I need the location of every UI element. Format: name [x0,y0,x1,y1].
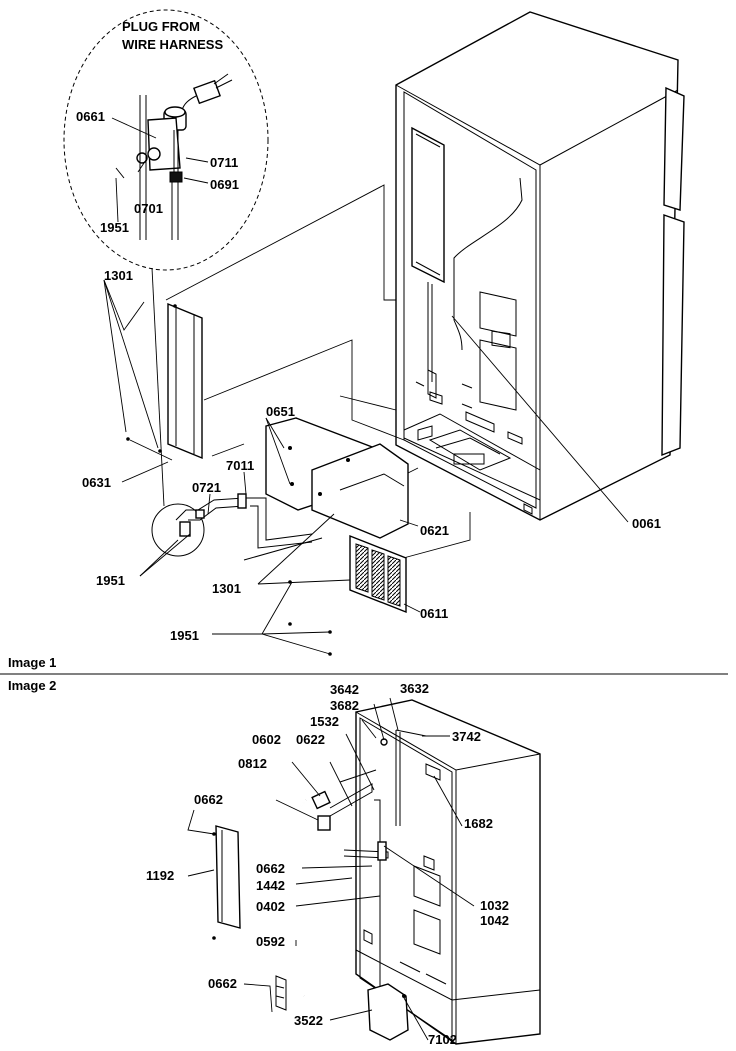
callout-circle [63,9,269,271]
label-0662-b: 0662 [256,861,285,876]
label-1042: 1042 [480,913,509,928]
label-1032: 1032 [480,898,509,913]
label-0621: 0621 [420,523,449,538]
label-3522: 3522 [294,1013,323,1028]
label-0622: 0622 [296,732,325,747]
label-1301-b: 1301 [212,581,241,596]
label-3632: 3632 [400,681,429,696]
label-7102: 7102 [428,1032,457,1047]
label-1682: 1682 [464,816,493,831]
label-0701: 0701 [134,201,163,216]
label-0651: 0651 [266,404,295,419]
refrigerator-cabinet [395,11,685,521]
label-1532: 1532 [310,714,339,729]
image2-labels: 3642 3632 3682 1532 3742 0602 0622 0812 … [146,681,509,1047]
label-0711: 0711 [210,155,238,170]
label-1442: 1442 [256,878,285,893]
label-1951-c: 1951 [170,628,199,643]
label-0721: 0721 [192,480,221,495]
label-0691: 0691 [210,177,239,192]
label-0611: 0611 [420,606,448,621]
label-7011: 7011 [226,458,254,473]
label-1951-a: 1951 [100,220,129,235]
callout-line1: PLUG FROM [122,19,200,34]
rear-panel [126,302,203,460]
label-0812: 0812 [238,756,267,771]
label-3682: 3682 [330,698,359,713]
label-0631: 0631 [82,475,111,490]
callout-text: PLUG FROM WIRE HARNESS [122,19,223,52]
tubing-detail [151,493,323,561]
label-3642: 3642 [330,682,359,697]
label-1951-b: 1951 [96,573,125,588]
label-0662-c: 0662 [208,976,237,991]
caption-image2: Image 2 [8,678,56,693]
label-0661: 0661 [76,109,105,124]
grille [288,534,407,656]
label-1192: 1192 [146,868,174,883]
callout-line2: WIRE HARNESS [122,37,223,52]
image1-leaders [103,117,629,655]
image1-drawing [63,9,685,656]
label-0061: 0061 [632,516,661,531]
label-0662-a: 0662 [194,792,223,807]
label-0402: 0402 [256,899,285,914]
caption-image1: Image 1 [8,655,56,670]
label-0602: 0602 [252,732,281,747]
water-valve-detail [115,73,233,240]
label-3742: 3742 [452,729,481,744]
label-0592: 0592 [256,934,285,949]
machine-cover [265,417,409,539]
label-1301-a: 1301 [104,268,133,283]
alignment-lines [129,184,471,561]
image1-labels: 0661 0711 0691 0701 1951 1301 0631 0651 … [76,109,661,643]
image2-drawing [187,697,541,1045]
